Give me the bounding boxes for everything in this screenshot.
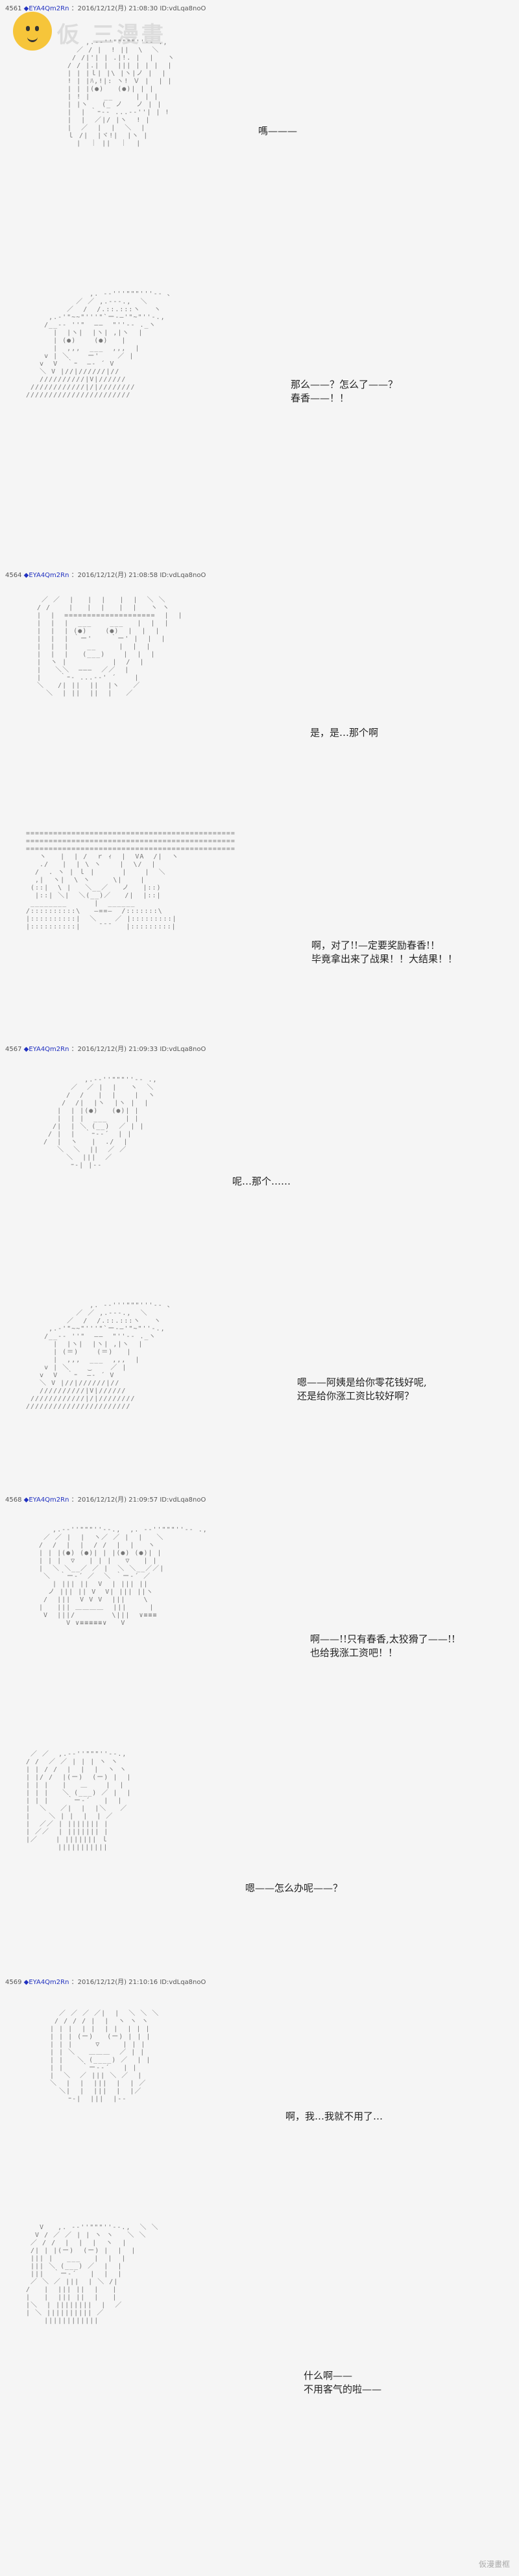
post-number: 4567 <box>5 1046 22 1053</box>
post-header: 4569 ◆EYA4Qm2Rn ：2016/12/12(月) 21:10:16 … <box>5 1976 206 1986</box>
ascii-art-panel: ,.-‐''"""""''‐- ., ／ / | ! || \ ＼ / /|'|… <box>67 39 175 147</box>
post-number: 4564 <box>5 572 22 579</box>
speech-text: 啊——!!只有春香,太狡猾了——!! 也给我涨工资吧！！ <box>310 1633 455 1659</box>
post-meta: ：2016/12/12(月) 21:08:58 ID:vdLqa8noO <box>71 572 206 579</box>
post-meta: ：2016/12/12(月) 21:08:30 ID:vdLqa8noO <box>71 5 206 12</box>
speech-text: 嗎——— <box>258 125 298 137</box>
ascii-art-panel: ／ ／ | | | | | ＼ ＼ / / | | | | | ヽ ヽ | | … <box>37 597 183 697</box>
speech-text: 那么——？怎么了——？ 春香——！！ <box>291 379 398 404</box>
footer-watermark: 仮漫畫框 <box>478 2560 510 2569</box>
post-header: 4568 ◆EYA4Qm2Rn ：2016/12/12(月) 21:09:57 … <box>5 1494 206 1504</box>
speech-text: 什么啊—— 不用客气的啦—— <box>304 2370 382 2395</box>
post-meta: ：2016/12/12(月) 21:10:16 ID:vdLqa8noO <box>71 1979 206 1986</box>
speech-text: 是，是…那个啊 <box>310 727 379 739</box>
poster-name[interactable]: ◆EYA4Qm2Rn <box>23 1046 69 1053</box>
speech-text: 呢…那个…… <box>232 1176 291 1187</box>
ascii-art-panel: V ,. -‐''"""''‐-., ＼ ＼ V / ／ ／ | | ヽ ヽ ＼… <box>26 2224 159 2324</box>
post-header: 4564 ◆EYA4Qm2Rn ：2016/12/12(月) 21:08:58 … <box>5 569 206 579</box>
poster-name[interactable]: ◆EYA4Qm2Rn <box>23 1979 69 1986</box>
ascii-art-panel: ,. -‐'''"""'''‐- 、 ／ ／ ,.-‐-., ＼ ／ / /.:… <box>26 290 175 399</box>
post-header: 4567 ◆EYA4Qm2Rn ：2016/12/12(月) 21:09:33 … <box>5 1043 206 1053</box>
ascii-art-panel: ／ ／ ／ ／| | ＼ ＼ ＼ / / / / | | ヽ ヽ ヽ | | |… <box>50 2010 160 2103</box>
ascii-art-panel: ,.-‐''"""''‐- ., ／ ／ | | ヽ ＼ / / | | | ヽ… <box>43 1076 158 1169</box>
site-watermark: 仮 三漫畫 <box>57 22 166 48</box>
ascii-art-panel: ,.-‐''"""''‐-., ,. -‐''"""''‐- ., ／ ／ | … <box>39 1526 208 1627</box>
ascii-art-panel: ========================================… <box>26 830 235 930</box>
poster-name[interactable]: ◆EYA4Qm2Rn <box>23 5 69 12</box>
post-number: 4569 <box>5 1979 22 1986</box>
poster-name[interactable]: ◆EYA4Qm2Rn <box>23 1496 69 1504</box>
post-meta: ：2016/12/12(月) 21:09:57 ID:vdLqa8noO <box>71 1496 206 1504</box>
ascii-art-panel: ,. -‐'''"""'''‐- 、 ／ ／ ,.-‐-., ＼ ／ / /.:… <box>26 1302 175 1410</box>
poster-name[interactable]: ◆EYA4Qm2Rn <box>23 572 69 579</box>
post-meta: ：2016/12/12(月) 21:09:33 ID:vdLqa8noO <box>71 1046 206 1053</box>
speech-text: 嗯——阿姨是给你零花钱好呢, 还是给你涨工资比较好啊？ <box>297 1377 427 1402</box>
post-header: 4561 ◆EYA4Qm2Rn ：2016/12/12(月) 21:08:30 … <box>5 3 206 12</box>
speech-text: 啊，对了!!—定要奖励春香!！ 毕竟拿出来了战果！！大结果！！ <box>311 939 458 965</box>
post-number: 4561 <box>5 5 22 12</box>
site-logo-icon <box>13 12 52 51</box>
speech-text: 嗯——怎么办呢——？ <box>245 1882 343 1894</box>
speech-text: 啊，我…我就不用了… <box>285 2110 383 2122</box>
post-number: 4568 <box>5 1496 22 1504</box>
ascii-art-panel: ／ ／ ,.-‐''"""''‐-., / / ／ ／ | | | ヽ ヽ | … <box>26 1751 132 1851</box>
